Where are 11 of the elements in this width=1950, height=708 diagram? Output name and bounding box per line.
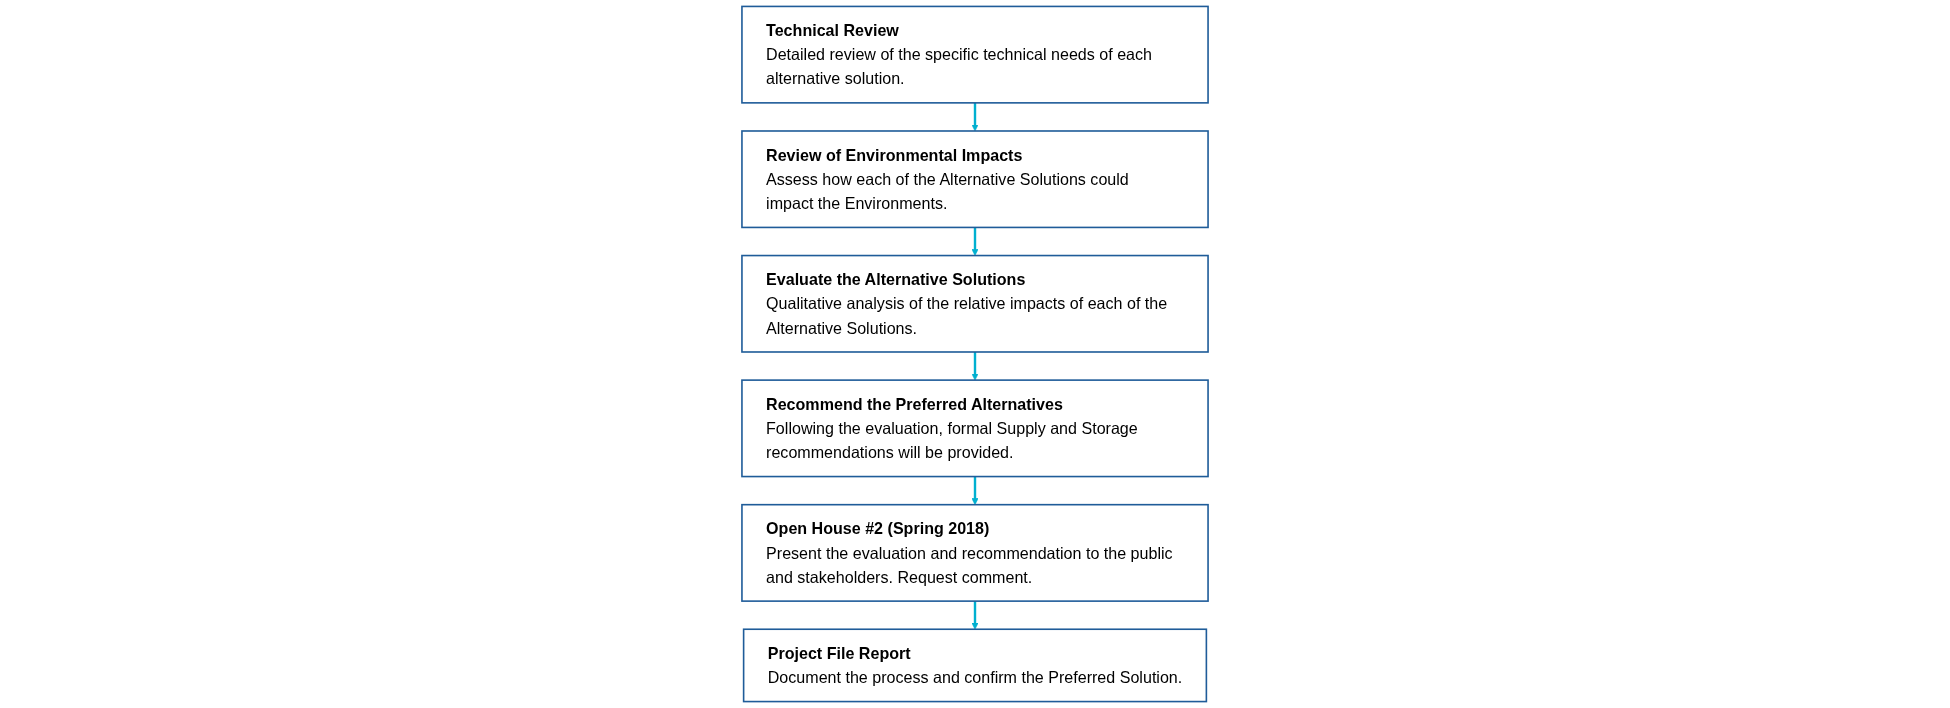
node-box: Technical Review Detailed review of the specific technical needs of each alternative solution. — [741, 5, 1209, 104]
arrow — [971, 102, 979, 132]
arrow — [971, 352, 979, 381]
arrow — [971, 227, 979, 256]
node-box: Project File Report Document the process and confirm the Preferred Solution. — [742, 628, 1208, 703]
node-box: Recommend the Preferred Alternatives Following the evaluation, formal Supply and Storage recommendations will be provided. — [741, 379, 1209, 478]
node-box: Review of Environmental Impacts Assess how each of the Alternative Solutions could impact the Environments. — [741, 130, 1209, 229]
node-box: Evaluate the Alternative Solutions Qualitative analysis of the relative impacts of each of the Alternative Solutions. — [741, 254, 1209, 353]
node-box: Open House #2 (Spring 2018) Present the evaluation and recommendation to the public and stakeholders. Request comment. — [741, 503, 1209, 602]
arrow — [971, 601, 979, 630]
arrow — [971, 476, 979, 505]
